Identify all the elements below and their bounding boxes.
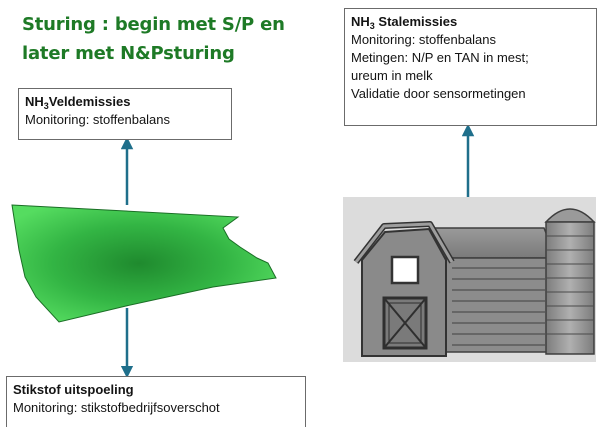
uitspoeling-line: Monitoring: stikstofbedrijfsoverschot [13, 400, 220, 415]
field-icon [11, 204, 277, 323]
diagram-title: Sturing : begin met S/P en later met N&P… [22, 10, 322, 68]
stalemissies-line: Metingen: N/P en TAN in mest; [351, 50, 529, 65]
nh-subscript: 3 [369, 21, 375, 31]
stalemissies-line: ureum in melk [351, 68, 433, 83]
stalemissies-heading-text: Stalemissies [374, 14, 458, 29]
stalemissies-heading: NH3 Stalemissies [351, 13, 590, 31]
uitspoeling-box: Stikstof uitspoeling Monitoring: stiksto… [6, 376, 306, 427]
veldemissies-heading: NH3Veldemissies [25, 93, 225, 111]
nh-subscript: 3 [43, 101, 49, 111]
title-line-1: Sturing : begin met S/P en [22, 14, 285, 35]
veldemissies-heading-text: Veldemissies [48, 94, 131, 109]
nh-prefix: NH [351, 14, 370, 29]
veldemissies-box: NH3Veldemissies Monitoring: stoffenbalan… [18, 88, 232, 140]
title-line-2: later met N&Psturing [22, 43, 235, 64]
barn-icon [343, 197, 596, 362]
veldemissies-line: Monitoring: stoffenbalans [25, 112, 171, 127]
uitspoeling-heading: Stikstof uitspoeling [13, 382, 134, 397]
stalemissies-line: Monitoring: stoffenbalans [351, 32, 497, 47]
nh-prefix: NH [25, 94, 44, 109]
stalemissies-box: NH3 Stalemissies Monitoring: stoffenbala… [344, 8, 597, 126]
stalemissies-line: Validatie door sensormetingen [351, 86, 526, 101]
